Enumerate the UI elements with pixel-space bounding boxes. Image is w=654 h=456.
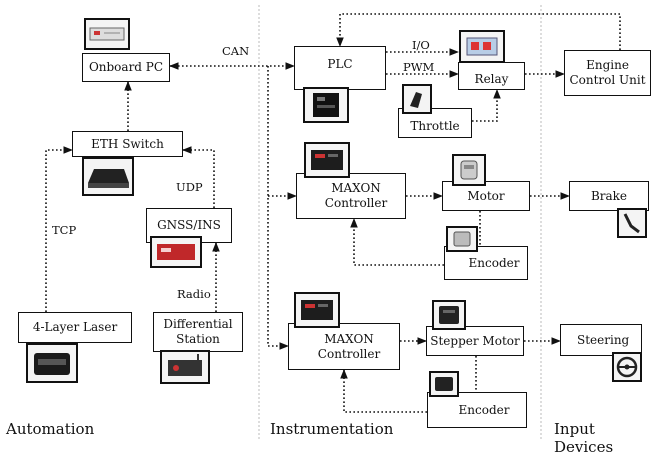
node-label: 4-Layer Laser (32, 320, 118, 334)
encoder-feedback-a (350, 218, 444, 266)
differential-station-node: Differential Station (153, 312, 243, 352)
section-instrumentation: Instrumentation (270, 420, 394, 438)
node-label: Throttle (410, 118, 460, 133)
ecu-feedback-link (336, 13, 621, 50)
encoder-icon (429, 371, 459, 397)
engine-control-unit-node: Engine Control Unit (564, 50, 651, 96)
node-label: Control Unit (569, 73, 646, 87)
io-label: I/O (412, 38, 430, 52)
node-label: Encoder (458, 402, 510, 417)
node-label: Controller (317, 346, 381, 361)
router-icon (82, 157, 134, 196)
radio-station-icon (160, 350, 210, 384)
throttle-pedal-icon (402, 84, 432, 114)
node-label: Onboard PC (88, 60, 164, 74)
node-label: Stepper Motor (430, 333, 520, 348)
section-automation: Automation (6, 420, 95, 438)
stepper-motor-icon (432, 300, 466, 330)
udp-label: UDP (176, 180, 203, 194)
udp-link (182, 146, 215, 208)
node-label: MAXON (324, 331, 374, 346)
section-input-devices: Input Devices (554, 420, 614, 456)
node-label: Controller (324, 196, 388, 210)
node-label: PLC (327, 57, 353, 71)
connection-lines (45, 5, 621, 440)
motor-icon (452, 154, 486, 186)
system-diagram: Onboard PC ETH Switch GNSS/INS 4-Layer L… (6, 5, 651, 456)
relay-node: Relay (458, 62, 525, 90)
node-label: Steering (577, 332, 630, 347)
onboard-pc-node: Onboard PC (82, 53, 170, 82)
maxon-controller-a-node: MAXON Controller (296, 173, 406, 219)
steering-node: Steering (560, 324, 642, 356)
node-label: Relay (474, 71, 509, 86)
node-label: Motor (467, 188, 505, 203)
controller-board-icon (294, 292, 340, 328)
plc-node: PLC (294, 46, 386, 90)
laser-node: 4-Layer Laser (18, 312, 132, 343)
eth-switch-node: ETH Switch (72, 131, 183, 157)
brake-node: Brake (569, 181, 649, 211)
gnss-receiver-icon (150, 236, 202, 268)
node-label: GNSS/INS (157, 218, 221, 232)
radio-label: Radio (177, 287, 211, 301)
node-label: MAXON (331, 181, 381, 195)
can-label: CAN (222, 44, 250, 58)
node-label: Engine (586, 58, 629, 72)
throttle-link (472, 89, 501, 122)
node-label: Station (176, 332, 220, 346)
plc-module-icon (303, 87, 349, 123)
brake-pedal-icon (617, 208, 647, 238)
stepper-motor-node: Stepper Motor (426, 326, 524, 356)
maxon-controller-b-node: MAXON Controller (288, 323, 400, 370)
tcp-label: TCP (52, 223, 77, 237)
node-label: ETH Switch (91, 136, 164, 151)
encoder-a-node: Encoder (444, 246, 528, 280)
steering-wheel-icon (612, 352, 642, 382)
controller-board-icon (304, 142, 350, 178)
encoder-icon (446, 226, 478, 252)
node-label: Differential (163, 317, 233, 331)
pc-hardware-icon (84, 18, 130, 50)
laser-scanner-icon (26, 343, 78, 383)
encoder-b-node: Encoder (427, 392, 527, 428)
node-label: Encoder (468, 255, 520, 270)
node-label: Brake (590, 188, 628, 203)
encoder-feedback-b (340, 369, 427, 413)
relay-icon (459, 30, 505, 63)
motor-node: Motor (442, 181, 530, 211)
pwm-label: PWM (403, 60, 435, 74)
